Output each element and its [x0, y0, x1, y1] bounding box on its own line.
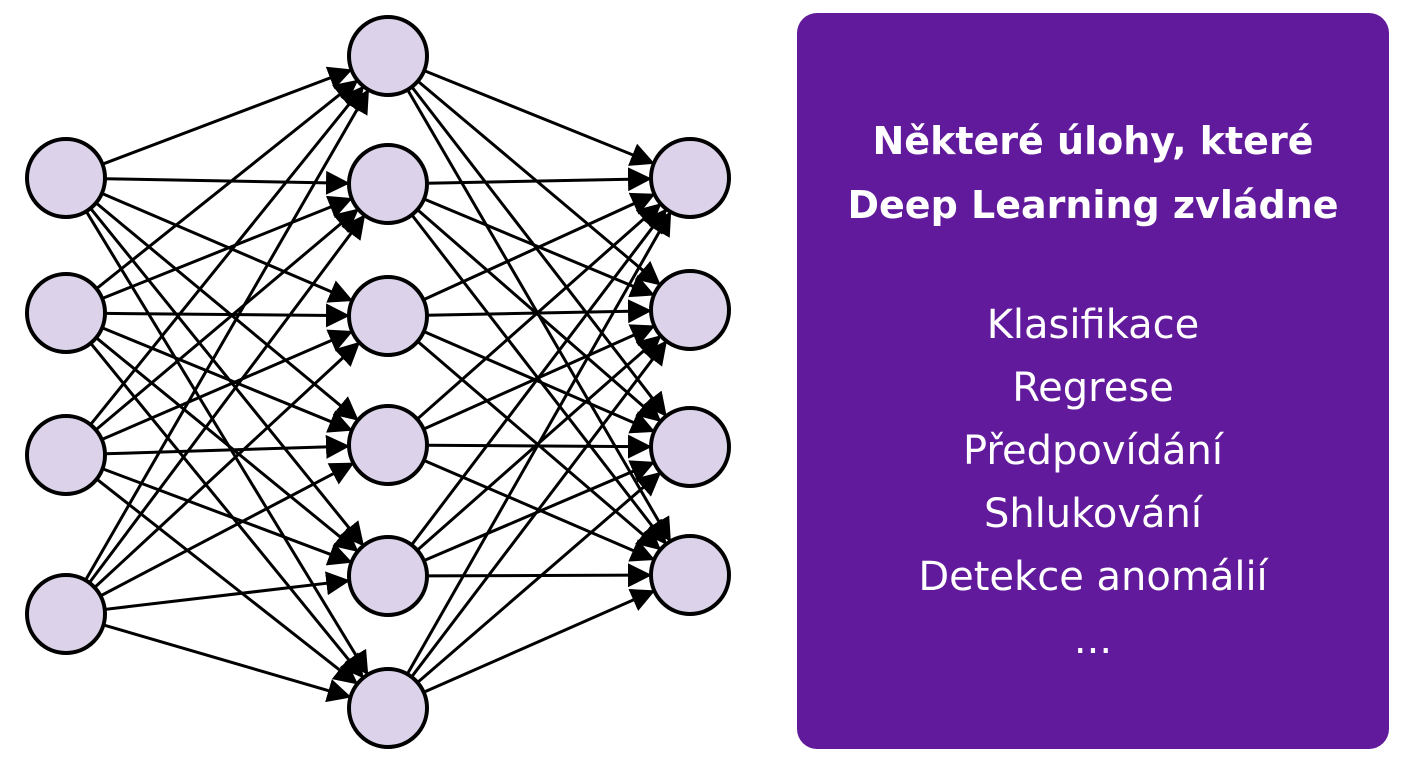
- edge-l1-3-to-1: [89, 85, 365, 426]
- task-item: Regrese: [1012, 365, 1174, 411]
- output-node-3: [649, 406, 731, 488]
- edge-l1-3-to-2: [94, 208, 359, 432]
- edge-l1-1-to-1: [101, 66, 353, 166]
- task-item: Detekce anomálií: [918, 554, 1268, 600]
- edge-l1-2-to-1: [95, 79, 359, 290]
- network-nodes: [25, 15, 731, 749]
- edge-l1-1-to-3: [101, 191, 354, 303]
- output-node-2: [649, 269, 731, 351]
- edge-l2-2-to-3: [416, 208, 662, 423]
- edge-l2-5-to-4: [426, 563, 653, 588]
- edge-l1-2-to-5: [95, 336, 359, 552]
- edge-l1-2-to-2: [101, 195, 353, 300]
- input-node-4: [25, 573, 107, 655]
- edge-l1-1-to-4: [95, 201, 359, 421]
- edge-l1-4-to-4: [99, 462, 355, 598]
- panel-title: Některé úlohy, které Deep Learning zvlád…: [797, 109, 1389, 237]
- edge-l2-3-to-3: [423, 330, 656, 434]
- hidden-node-3: [347, 275, 429, 357]
- connection-edges: [84, 66, 672, 703]
- edge-l1-2-to-4: [101, 326, 353, 433]
- task-more: ...: [1073, 617, 1113, 663]
- edge-l2-1-to-1: [423, 69, 655, 166]
- output-node-4: [649, 534, 731, 616]
- edge-l1-4-to-3: [93, 341, 361, 589]
- edge-l1-4-to-1: [84, 88, 370, 581]
- task-item: Předpovídání: [963, 428, 1223, 474]
- edge-l1-3-to-3: [101, 329, 354, 441]
- edge-l2-6-to-3: [416, 471, 662, 684]
- edge-l2-5-to-1: [410, 208, 668, 546]
- input-node-2: [25, 272, 107, 354]
- hidden-node-2: [347, 143, 429, 225]
- panel-title-line-2: Deep Learning zvládne: [847, 183, 1339, 227]
- edge-l1-3-to-4: [104, 434, 351, 459]
- hidden-node-4: [347, 404, 429, 486]
- input-node-3: [25, 414, 107, 496]
- hidden-node-5: [347, 535, 429, 617]
- output-node-1: [649, 137, 731, 219]
- edge-l2-6-to-1: [406, 211, 672, 675]
- edge-l1-1-to-2: [104, 170, 351, 195]
- task-list: Klasifikace Regrese Předpovídání Shlukov…: [797, 294, 1389, 672]
- hidden-node-6: [347, 667, 429, 749]
- edge-l2-6-to-2: [410, 340, 668, 678]
- tasks-panel: Některé úlohy, které Deep Learning zvlád…: [797, 13, 1389, 749]
- edge-l2-6-to-4: [423, 589, 656, 694]
- edge-l2-1-to-3: [410, 85, 667, 417]
- edge-l2-2-to-1: [426, 167, 653, 192]
- edge-l2-4-to-1: [416, 203, 662, 421]
- panel-title-line-1: Některé úlohy, které: [872, 119, 1314, 163]
- edge-l1-1-to-5: [89, 207, 365, 547]
- input-node-1: [25, 137, 107, 219]
- edge-l1-4-to-5: [104, 571, 351, 611]
- edge-l1-2-to-6: [89, 342, 364, 679]
- task-item: Klasifikace: [986, 302, 1200, 348]
- edge-l1-4-to-6: [103, 623, 352, 703]
- edge-l1-4-to-2: [88, 214, 366, 584]
- neural-network-diagram: [25, 15, 731, 749]
- edge-l1-2-to-3: [104, 303, 351, 328]
- hidden-node-1: [347, 15, 429, 97]
- edge-l2-3-to-1: [422, 192, 656, 302]
- edge-l1-3-to-5: [101, 467, 353, 566]
- task-item: Shlukování: [983, 491, 1203, 537]
